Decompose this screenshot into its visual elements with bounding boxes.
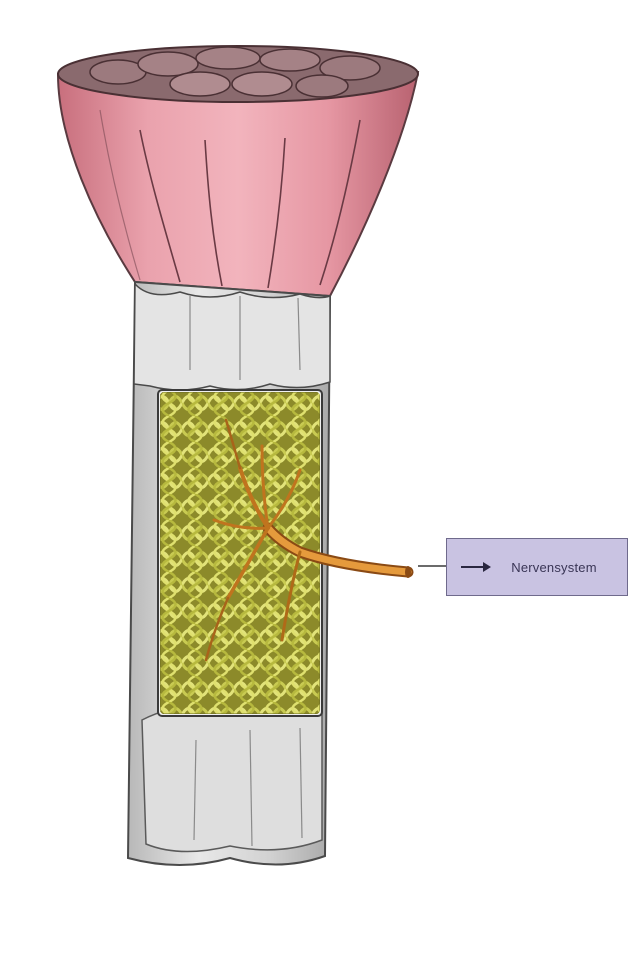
muscle-fascicles (58, 46, 418, 296)
arrow-right-icon (461, 566, 485, 568)
callout-label-box: Nervensystem (446, 538, 628, 596)
callout-label-text: Nervensystem (511, 560, 596, 575)
